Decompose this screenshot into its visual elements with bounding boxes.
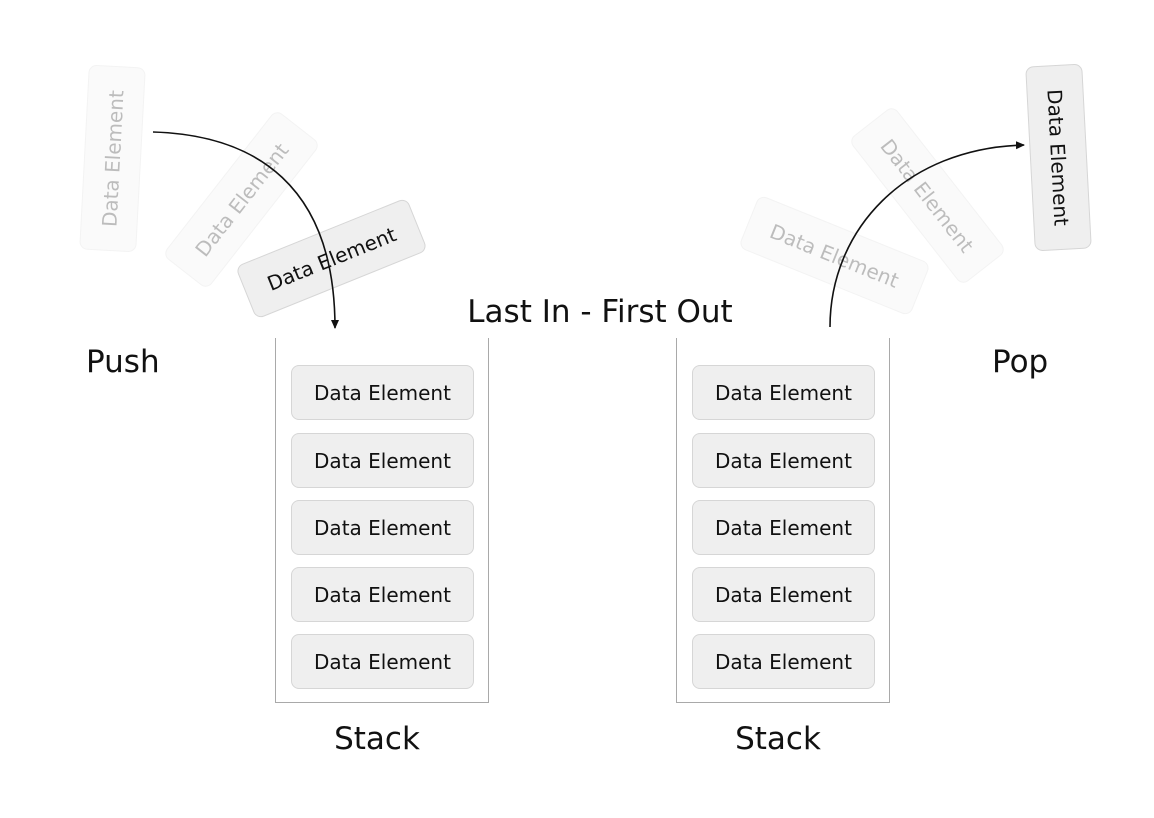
stack-caption-left: Stack (334, 721, 420, 757)
stack-item: Data Element (291, 433, 474, 488)
stack-item: Data Element (692, 433, 875, 488)
push-label: Push (86, 344, 160, 380)
pop-flying-element: Data Element (737, 193, 931, 317)
push-flying-element: Data Element (78, 64, 146, 252)
stack-container-right: Data Element Data Element Data Element D… (676, 338, 890, 703)
stack-item: Data Element (692, 365, 875, 420)
stack-item: Data Element (291, 365, 474, 420)
pop-label: Pop (992, 344, 1049, 380)
stack-item: Data Element (692, 500, 875, 555)
stack-item: Data Element (291, 500, 474, 555)
pop-flying-element: Data Element (1024, 63, 1092, 251)
stack-item: Data Element (291, 567, 474, 622)
diagram-title: Last In - First Out (467, 294, 733, 330)
stack-caption-right: Stack (735, 721, 821, 757)
stack-container-left: Data Element Data Element Data Element D… (275, 338, 489, 703)
stack-item: Data Element (692, 567, 875, 622)
stack-item: Data Element (291, 634, 474, 689)
stack-item: Data Element (692, 634, 875, 689)
